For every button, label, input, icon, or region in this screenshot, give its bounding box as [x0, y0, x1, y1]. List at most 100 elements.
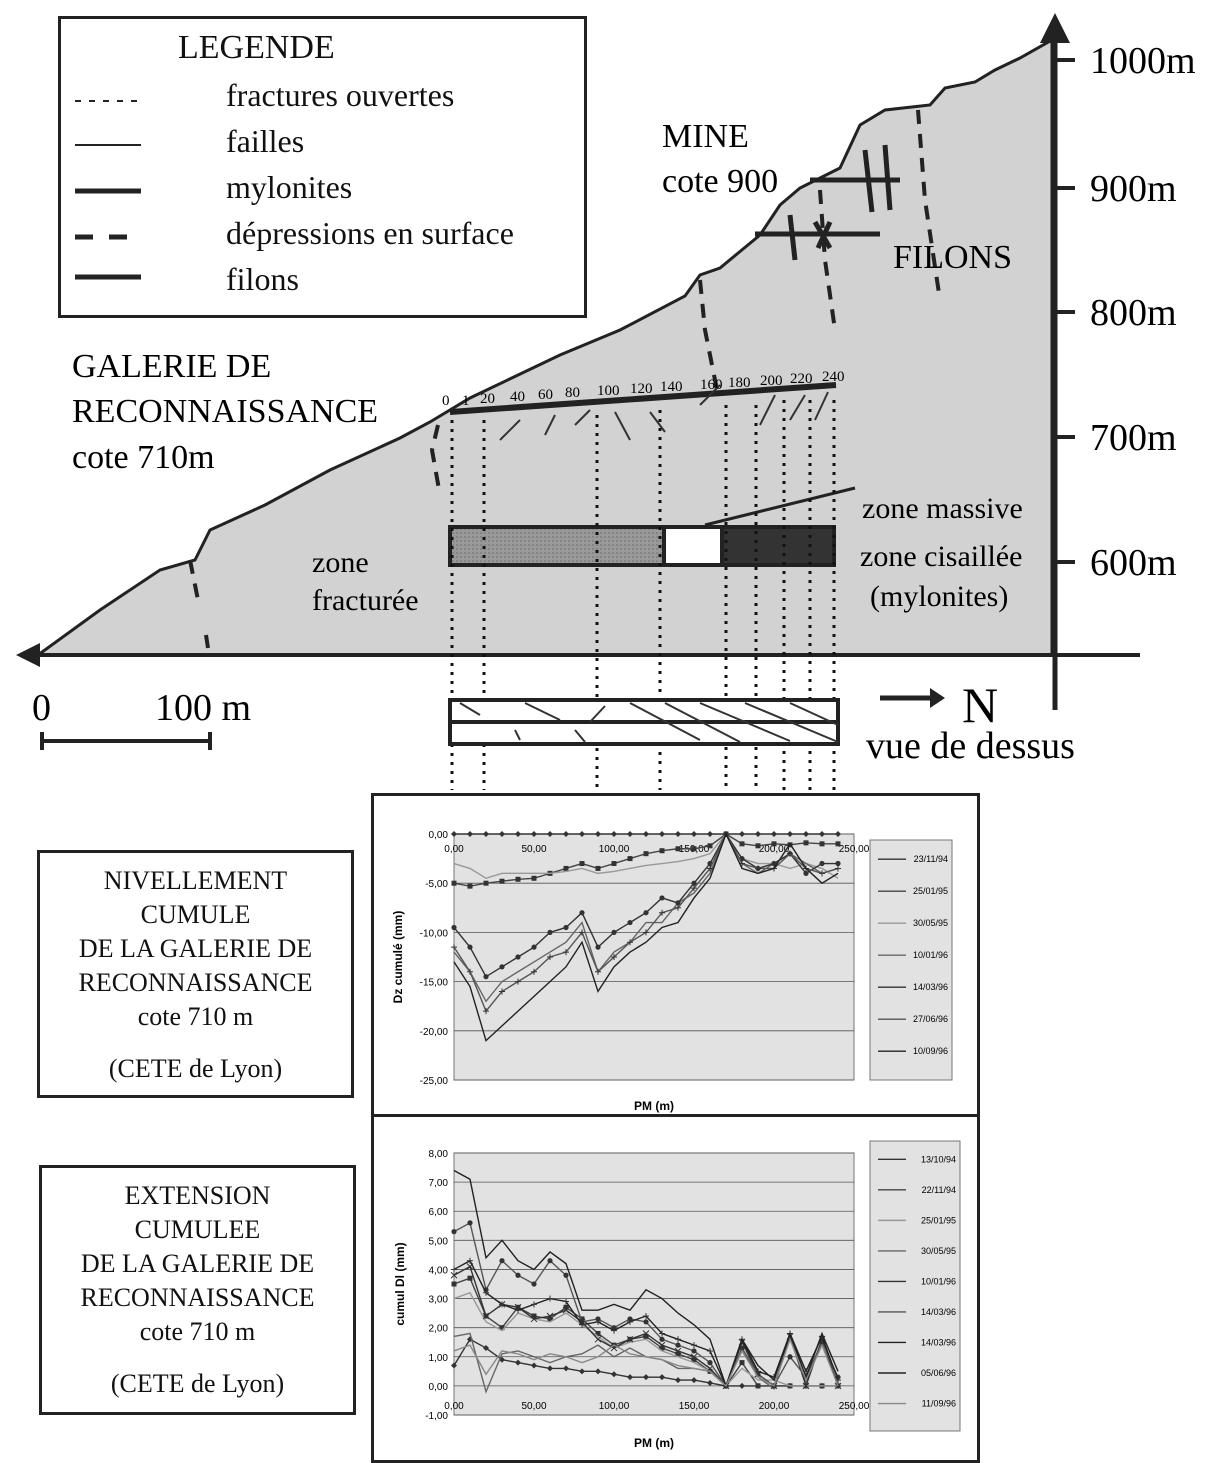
y-tick-label: 8,00 [429, 1149, 449, 1160]
data-point [835, 860, 841, 867]
data-point [659, 895, 665, 901]
data-point [467, 1275, 473, 1281]
data-point [659, 1336, 665, 1342]
data-point [579, 861, 585, 867]
data-point [739, 1382, 745, 1389]
filons-label: FILONS [893, 239, 1012, 276]
data-point [691, 880, 697, 886]
geological-cross-section: 1000m 900m 800m 700m 600m 0 1 20 40 60 8… [16, 13, 1196, 790]
data-point [547, 1295, 553, 1302]
data-point [802, 1382, 810, 1390]
data-point [819, 860, 825, 867]
data-point [707, 865, 713, 872]
data-point [563, 1298, 569, 1305]
data-point [563, 1304, 569, 1310]
data-point [739, 841, 745, 847]
data-point [579, 929, 585, 936]
data-point [562, 1306, 570, 1314]
y-tick-label: 5,00 [429, 1236, 449, 1247]
scale-bar [40, 732, 212, 750]
data-point [627, 856, 633, 862]
nivellement-line-4: RECONNAISSANCE [78, 968, 313, 997]
data-point [611, 954, 617, 960]
data-point [642, 1330, 650, 1337]
data-point [755, 865, 761, 872]
svg-text:20: 20 [480, 391, 495, 407]
nivellement-line-1: NIVELLEMENT [103, 866, 288, 895]
data-point [675, 900, 681, 906]
svg-text:160: 160 [700, 377, 723, 393]
legend-box: LEGENDE fractures ouvertes failles mylon… [58, 16, 587, 318]
data-point [483, 1345, 489, 1352]
data-point [643, 851, 649, 857]
data-point [563, 1272, 569, 1278]
zone-bar [448, 486, 856, 567]
svg-text:140: 140 [660, 379, 683, 395]
data-point [547, 1316, 553, 1322]
data-point [659, 831, 665, 837]
charts-divider [371, 1114, 980, 1117]
legend-title: LEGENDE [178, 29, 335, 66]
data-point [547, 831, 553, 837]
data-point [803, 831, 809, 837]
y-tick-label: -15,00 [420, 978, 449, 989]
legend-entry: 14/03/96 [921, 1307, 956, 1317]
legend-entry: 10/01/96 [913, 950, 948, 960]
data-point [643, 1319, 649, 1325]
x-tick-label: 150,00 [679, 1401, 710, 1412]
data-point [467, 1257, 473, 1264]
data-point [595, 1318, 601, 1325]
x-tick-label: 250,00 [839, 844, 870, 855]
data-point [691, 1377, 697, 1384]
data-point [499, 831, 505, 837]
data-point [675, 831, 681, 837]
nivellement-line-2: CUMULE [140, 900, 251, 929]
data-point [499, 1301, 505, 1308]
data-point [739, 1360, 745, 1366]
data-point [691, 831, 697, 837]
data-point [707, 831, 713, 837]
data-point [579, 1321, 585, 1328]
x-tick-label: 0,00 [444, 844, 464, 855]
data-point [834, 1382, 842, 1390]
data-point [563, 1365, 569, 1372]
data-point [499, 1258, 505, 1264]
svg-text:0: 0 [442, 393, 450, 409]
data-point [787, 850, 793, 857]
data-point [707, 1379, 713, 1386]
data-point [530, 1315, 538, 1323]
legend-entry: 13/10/94 [921, 1154, 956, 1164]
data-point [707, 843, 713, 849]
zone-massive-label: zone massive [862, 492, 1023, 525]
data-point [658, 1341, 666, 1349]
y-tick-label: -20,00 [420, 1027, 449, 1038]
nivellement-box: NIVELLEMENT CUMULE DE LA GALERIE DE RECO… [37, 850, 354, 1098]
altitude-label-900: 900m [1090, 168, 1177, 210]
mine-filons [755, 144, 900, 261]
data-point [771, 841, 777, 847]
data-point [563, 831, 569, 837]
plot-area [453, 1152, 855, 1416]
y-tick-label: 1,00 [429, 1353, 449, 1364]
legend-entry: 14/03/96 [921, 1337, 956, 1347]
data-point [803, 870, 809, 876]
top-view-strip [448, 698, 840, 746]
data-point [563, 949, 569, 956]
data-point [819, 831, 825, 837]
y-tick-label: -1,00 [425, 1411, 448, 1422]
data-point [675, 1336, 681, 1343]
data-point [627, 1374, 633, 1381]
data-point [579, 1368, 585, 1375]
extension-box: EXTENSION CUMULEE DE LA GALERIE DE RECON… [39, 1165, 356, 1415]
data-point [691, 1342, 697, 1349]
data-point [643, 1374, 649, 1381]
data-point [450, 1271, 458, 1279]
data-point [626, 1335, 634, 1343]
north-label: N [962, 677, 998, 733]
x-tick-label: 200,00 [759, 1401, 790, 1412]
legend-entry: 25/01/95 [913, 886, 948, 896]
data-point [579, 831, 585, 837]
data-point [547, 954, 553, 960]
svg-text:180: 180 [728, 375, 751, 391]
